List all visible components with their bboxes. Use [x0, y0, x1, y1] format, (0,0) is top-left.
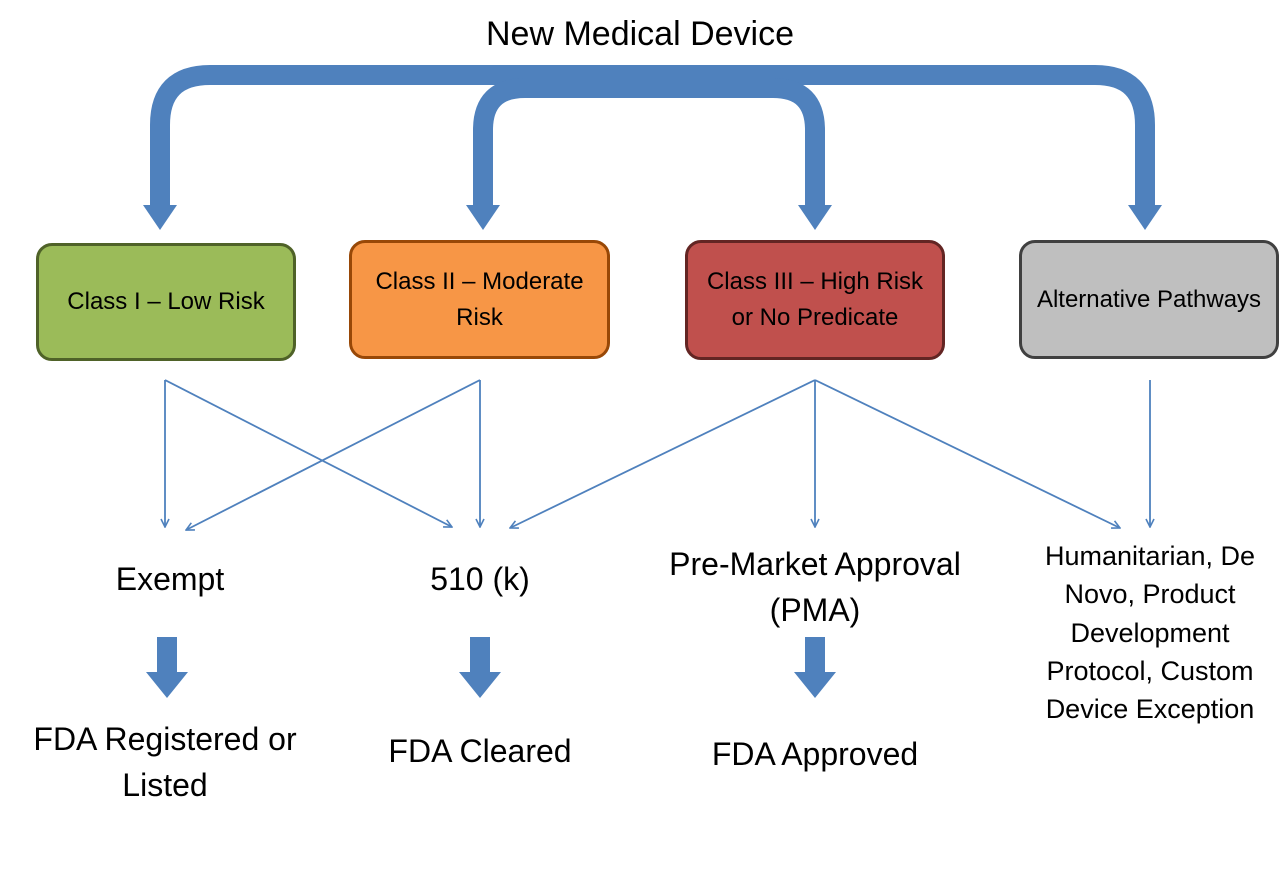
class3-label: Class III – High Risk or No Predicate [706, 268, 924, 331]
block-arrow-exempt [146, 637, 188, 698]
arrow-class1-to-510k [164, 379, 452, 527]
arrow-class2-to-exempt [186, 379, 481, 530]
alternative-pathways-box: Alternative Pathways [1019, 240, 1279, 359]
diagram-title: New Medical Device [486, 15, 794, 53]
arrowhead-class2 [466, 205, 500, 230]
branch-to-class2-class3 [473, 78, 825, 205]
class2-box: Class II – Moderate Risk [349, 240, 610, 359]
result-cleared: FDA Cleared [388, 733, 572, 769]
arrowhead-class1 [143, 205, 177, 230]
arrow-class3-to-alt [814, 379, 1120, 528]
class3-box: Class III – High Risk or No Predicate [685, 240, 945, 360]
pathway-510k: 510 (k) [430, 561, 530, 597]
arrowhead-class3 [798, 205, 832, 230]
arrowhead-alt [1128, 205, 1162, 230]
class1-label: Class I – Low Risk [67, 288, 265, 315]
class2-label: Class II – Moderate Risk [375, 267, 584, 331]
result-registered-listed: FDA Registered or Listed [33, 721, 297, 804]
block-arrow-510k [459, 637, 501, 698]
pathway-pma: Pre-Market Approval (PMA) [669, 546, 961, 629]
branch-to-class1 [150, 65, 1155, 205]
result-approved: FDA Approved [711, 736, 919, 772]
pathway-exempt: Exempt [115, 561, 225, 597]
pathway-alternatives: Humanitarian, De Novo, Product Developme… [1044, 541, 1256, 725]
alternative-pathways-label: Alternative Pathways [1036, 285, 1262, 313]
arrow-class3-to-510k [510, 379, 816, 528]
class1-box: Class I – Low Risk [36, 243, 296, 361]
block-arrow-pma [794, 637, 836, 698]
